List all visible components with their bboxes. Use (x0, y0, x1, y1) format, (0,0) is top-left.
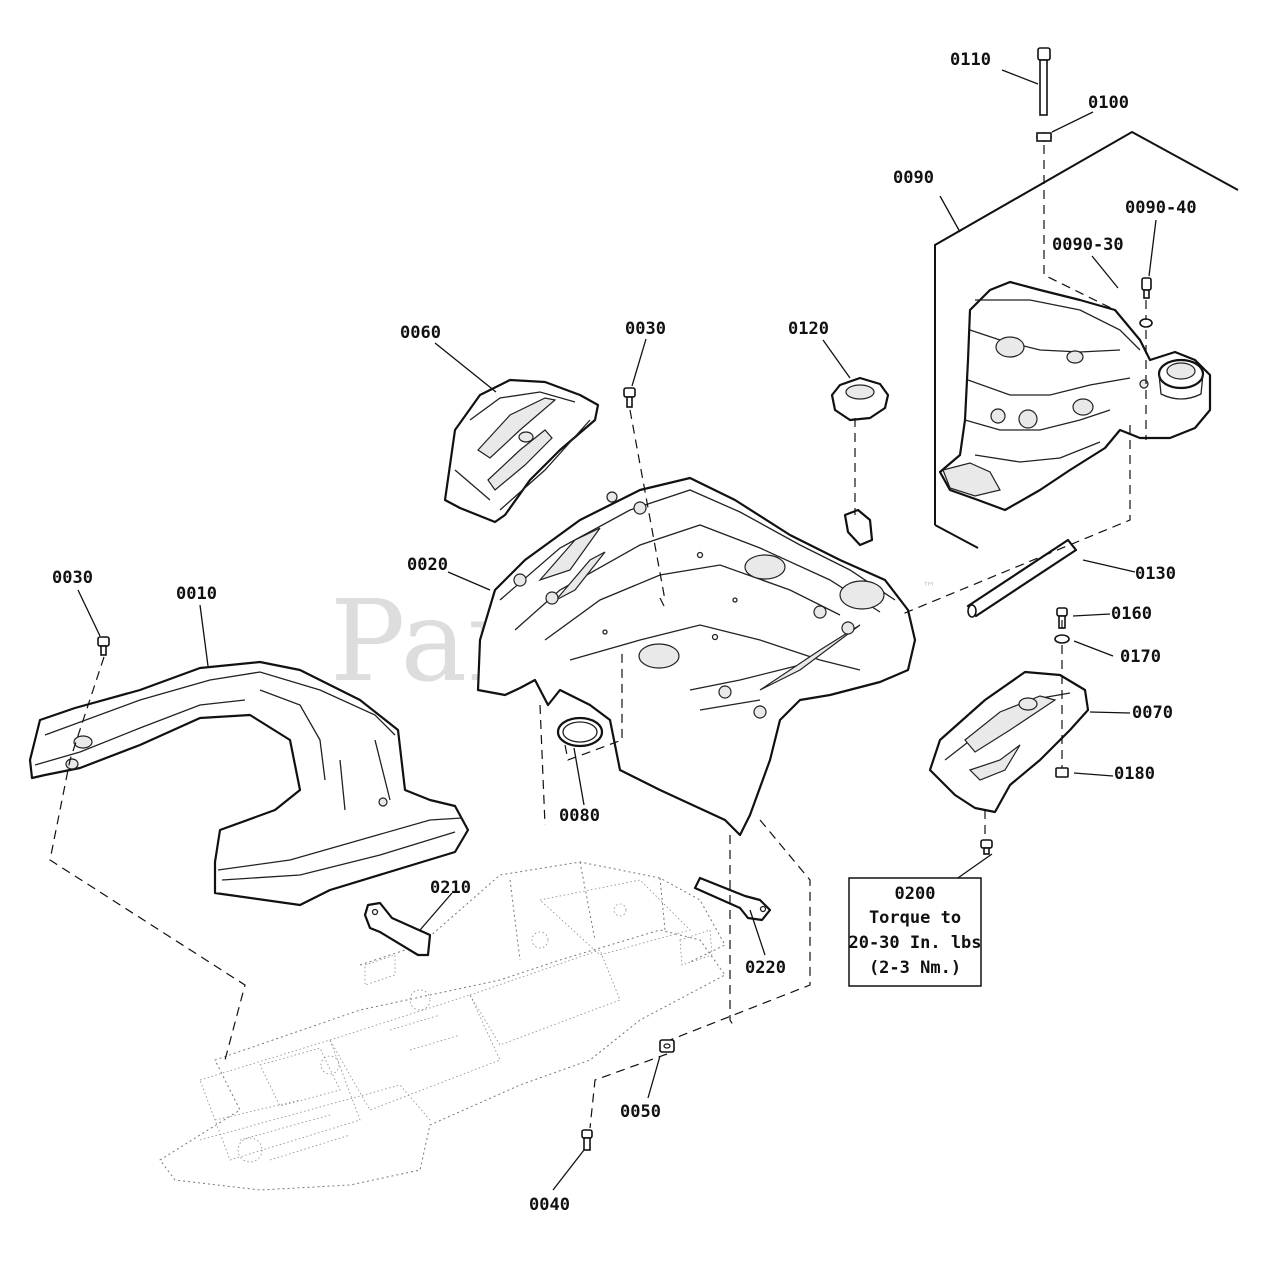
hardware-0100-nut (1036, 132, 1052, 142)
hardware-0180-nut (1055, 767, 1069, 778)
callout-0120: 0120 (788, 319, 829, 339)
torque-note-line3: (2-3 Nm.) (869, 958, 961, 978)
callout-0170: 0170 (1120, 647, 1161, 667)
callout-0050: 0050 (620, 1102, 661, 1122)
hardware-0040-screw (581, 1129, 593, 1151)
callout-0020: 0020 (407, 555, 448, 575)
callout-0210: 0210 (430, 878, 471, 898)
callout-0030-left: 0030 (52, 568, 93, 588)
callout-0010: 0010 (176, 584, 217, 604)
callout-0220: 0220 (745, 958, 786, 978)
callout-0160: 0160 (1111, 604, 1152, 624)
hardware-0030-screw-left (97, 636, 110, 656)
callout-0040: 0040 (529, 1195, 570, 1215)
callout-0060: 0060 (400, 323, 441, 343)
part-0130-rod (966, 538, 1078, 618)
part-0090-fuel-tank (934, 130, 1239, 549)
torque-note-line1: Torque to (869, 908, 961, 928)
callout-0200: 0200 (895, 884, 936, 904)
assembly-lines (49, 145, 1147, 1129)
callout-0030-top: 0030 (625, 319, 666, 339)
callout-0100: 0100 (1088, 93, 1129, 113)
chassis-frame (159, 861, 726, 1191)
part-0060-pod (443, 378, 600, 524)
leader-lines (77, 69, 1157, 1191)
callout-0090-40: 0090-40 (1125, 198, 1197, 218)
hardware-0200-screw (980, 839, 993, 855)
part-0220-bracket (693, 876, 772, 922)
part-0070-pod (928, 670, 1090, 814)
hardware-0090-30-washer (1139, 318, 1153, 328)
torque-note-line2: 20-30 In. lbs (848, 933, 981, 953)
callout-0070: 0070 (1132, 703, 1173, 723)
callout-0080: 0080 (559, 806, 600, 826)
part-0020-main-body (476, 476, 917, 837)
watermark-trademark: ™ (922, 580, 936, 596)
hardware-0090-40-screw (1141, 277, 1152, 299)
hardware-0170-washer (1054, 634, 1070, 644)
part-0010-left-fender (28, 660, 470, 907)
hardware-0110-bolt (1037, 47, 1051, 116)
part-0120-fuel-cap (830, 376, 890, 547)
hardware-0050-nut (659, 1039, 675, 1053)
callout-0090: 0090 (893, 168, 934, 188)
hardware-0030-screw-top (623, 387, 636, 408)
torque-note: 0200 Torque to 20-30 In. lbs (2-3 Nm.) (848, 877, 982, 987)
callout-0090-30: 0090-30 (1052, 235, 1124, 255)
part-0080-grommet (556, 716, 604, 748)
callout-0180: 0180 (1114, 764, 1155, 784)
part-0210-bracket (363, 901, 432, 957)
callout-labels: 0110 0100 0090 0090-40 0090-30 0060 0030… (52, 50, 1197, 1215)
callout-0110: 0110 (950, 50, 991, 70)
callout-0130: 0130 (1135, 564, 1176, 584)
